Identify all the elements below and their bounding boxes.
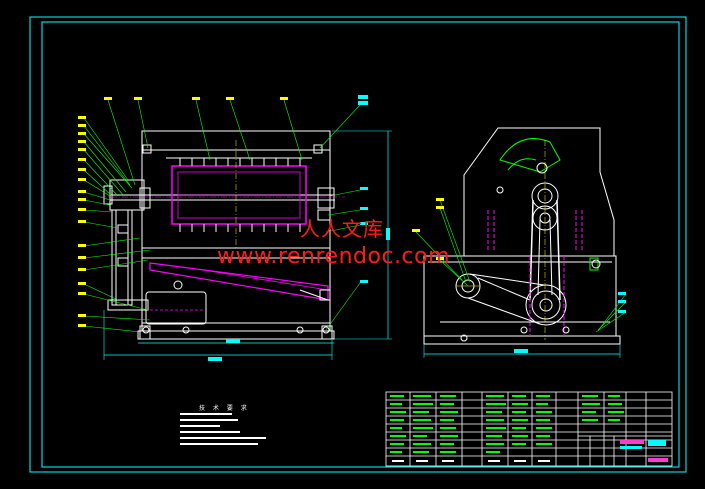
watermark-url: www.renrendoc.com — [217, 244, 451, 269]
drum — [171, 165, 307, 225]
front-part-tags — [78, 97, 288, 327]
watermark-cn: 人人文库 — [300, 217, 384, 241]
front-leaders — [83, 99, 361, 333]
title-block-entries — [390, 395, 668, 462]
side-view — [423, 127, 621, 358]
technical-requirements-title: 技 术 要 求 — [199, 405, 250, 412]
outer-frame — [29, 16, 687, 473]
front-view — [100, 130, 392, 361]
side-leaders — [415, 199, 627, 333]
tech-notes-lines — [180, 413, 266, 445]
inner-frame — [41, 21, 680, 468]
